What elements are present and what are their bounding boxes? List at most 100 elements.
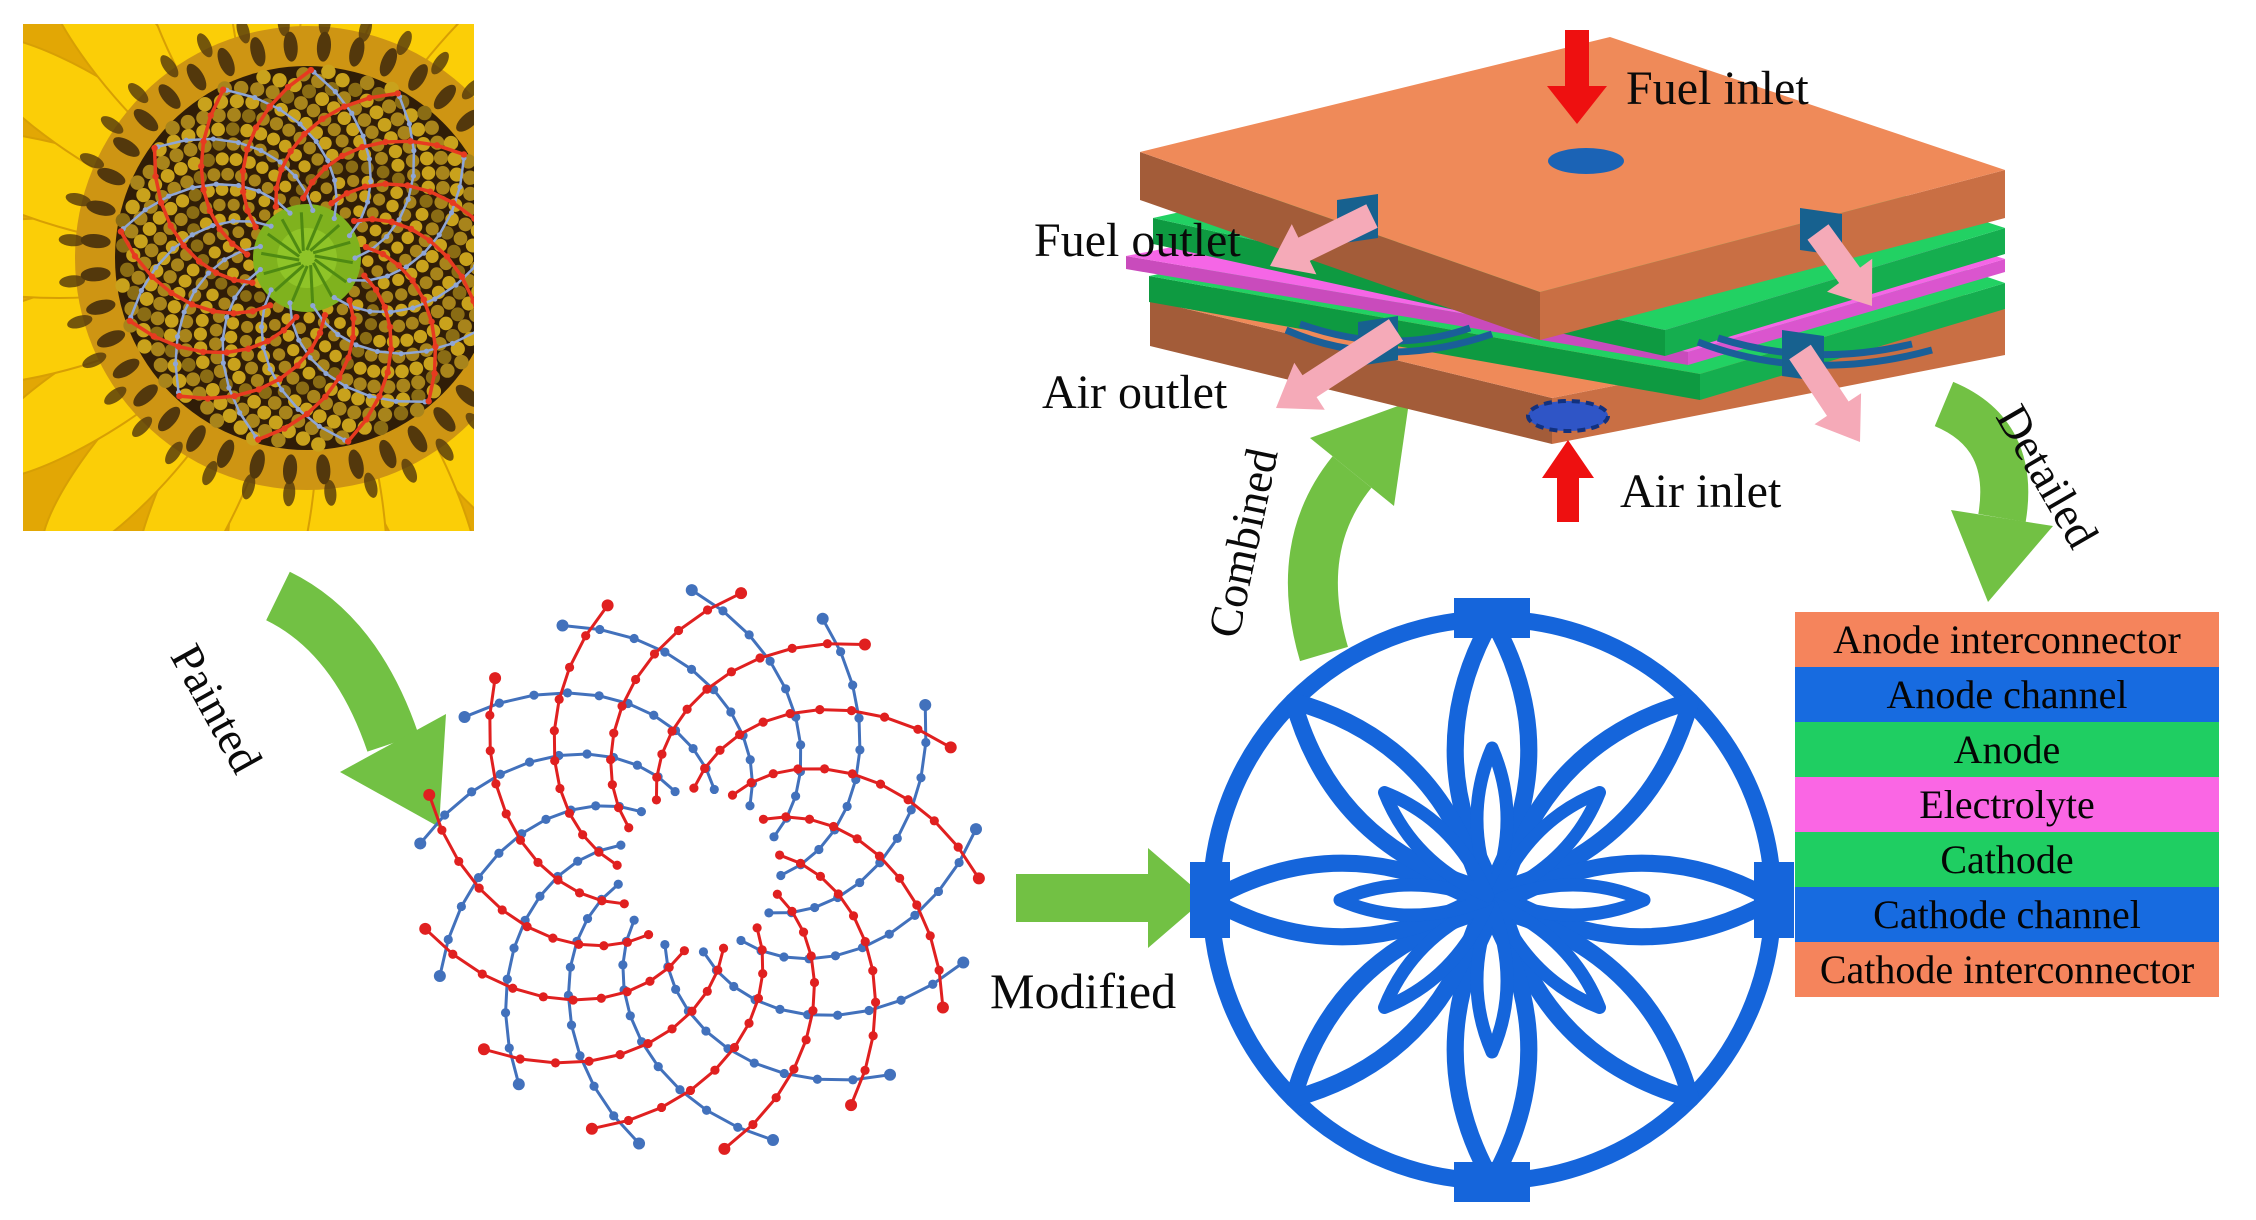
- floret-dot: [167, 300, 182, 314]
- photo-overlay-dot: [346, 297, 353, 304]
- floret-dot: [258, 209, 271, 221]
- seed-point: [324, 479, 337, 506]
- spiral-arm-blue-dot: [629, 915, 639, 925]
- spiral-arm-red-dot: [515, 1054, 525, 1064]
- seed-point: [396, 30, 412, 56]
- spiral-arm-red-line: [552, 604, 619, 867]
- floret-dot: [209, 337, 223, 351]
- core-streak: [309, 265, 315, 304]
- floret-dot: [196, 110, 211, 125]
- floret-dot: [421, 166, 436, 180]
- legend-row: Anode channel: [1795, 667, 2219, 722]
- spiral-arm-red-dot: [715, 745, 725, 755]
- photo-overlay-dot: [398, 351, 404, 357]
- photo-overlay-dot: [361, 183, 369, 190]
- spiral-arm-blue-dot: [779, 952, 789, 962]
- spiral-arm-blue-dot: [671, 984, 681, 994]
- floret-dot: [150, 311, 165, 326]
- spiral-arm-red-dot: [601, 599, 614, 612]
- spiral-arm-red-dot: [652, 772, 662, 782]
- photo-overlay-dot: [423, 348, 430, 354]
- legend-row: Cathode interconnector: [1795, 942, 2219, 997]
- photo-overlay-dot: [279, 387, 285, 393]
- photo-overlay-dot: [266, 302, 274, 309]
- photo-overlay-dot: [366, 156, 372, 162]
- floret-dot: [351, 391, 365, 406]
- floret-dot: [395, 288, 408, 301]
- photo-overlay-dot: [396, 217, 402, 223]
- core-streak: [280, 218, 302, 254]
- seed-point: [165, 441, 183, 465]
- photo-overlay-dot: [407, 225, 415, 233]
- floret-dot: [364, 348, 378, 362]
- spiral-arm-red-dot: [746, 778, 756, 788]
- rosette-petal-inner: [1470, 741, 1514, 901]
- spiral-arm-blue-dot: [848, 680, 858, 690]
- detailed-arrow-shaft: [1933, 381, 2029, 522]
- floret-dot: [239, 238, 252, 250]
- floret-dot: [413, 329, 428, 344]
- floret-dot: [419, 276, 433, 290]
- rosette-port-east: [1754, 862, 1794, 938]
- photo-overlay-dot: [200, 186, 207, 193]
- spiral-arm-red-dot: [501, 809, 511, 819]
- floret-dot: [390, 112, 405, 127]
- spiral-arm-red-dot: [419, 922, 432, 935]
- painted-arrowhead: [340, 714, 446, 827]
- spiral-arm-blue-dot: [814, 844, 824, 855]
- floret-dot: [453, 231, 468, 246]
- floret-dot: [367, 379, 381, 394]
- spiral-arm-blue-dot: [541, 814, 551, 824]
- spiral-arm-red-dot: [581, 631, 591, 641]
- floret-dot: [365, 290, 378, 303]
- seed-point: [503, 234, 534, 250]
- photo-overlay-dot: [343, 190, 351, 197]
- spiral-arm-red-dot: [929, 816, 939, 826]
- floret-dot: [348, 285, 360, 298]
- floret-dot: [233, 420, 248, 435]
- spiral-arm-blue-dot: [749, 1058, 759, 1068]
- seed-point: [236, 24, 250, 44]
- spiral-arm-red-dot: [649, 649, 660, 659]
- photo-overlay-dot: [221, 257, 228, 263]
- spiral-arm-blue-dot: [686, 664, 697, 674]
- photo-overlay-dot: [316, 423, 322, 429]
- photo-overlay-dot: [296, 337, 302, 343]
- seed-point: [82, 352, 107, 369]
- floret-dot: [199, 369, 214, 384]
- photo-overlay-dot: [388, 309, 394, 315]
- spiral-arm-red-dot: [781, 812, 791, 822]
- spiral-arm-blue-dot: [443, 934, 453, 945]
- photo-overlay-dot: [490, 240, 495, 245]
- floret-dot: [321, 64, 336, 79]
- legend-swatch: [1795, 667, 2219, 722]
- photo-overlay-dot: [331, 215, 337, 222]
- floret-dot: [158, 373, 173, 389]
- seed-point: [241, 473, 256, 500]
- floret-dot: [187, 156, 202, 171]
- floret-dot: [208, 246, 221, 259]
- seed-point: [528, 227, 555, 242]
- floret-dot: [206, 288, 219, 302]
- floret-dot: [289, 196, 301, 208]
- floret-dot: [256, 161, 269, 174]
- photo-overlay-dot: [205, 270, 212, 276]
- floret-dot: [386, 199, 399, 213]
- spiral-arm-red-dot: [787, 906, 797, 916]
- spiral-arm-blue-dot: [573, 856, 583, 866]
- floret-dot: [487, 256, 501, 270]
- floret-dot: [180, 114, 196, 130]
- floret-dot: [165, 120, 180, 136]
- photo-overlay-dot: [316, 329, 324, 337]
- seed-point: [277, 24, 290, 37]
- spiral-arm-red-dot: [497, 905, 507, 915]
- spiral-arm-red-dot: [895, 873, 905, 883]
- photo-overlay-dot: [209, 307, 217, 315]
- seed-point: [520, 185, 548, 204]
- spiral-arm-blue-dot: [810, 902, 820, 913]
- spiral-arm-blue-dot: [636, 807, 646, 817]
- spiral-arm-red-line: [692, 708, 952, 789]
- floret-dot: [131, 270, 146, 285]
- floret-dot: [312, 409, 327, 424]
- photo-overlay-dot: [476, 328, 481, 333]
